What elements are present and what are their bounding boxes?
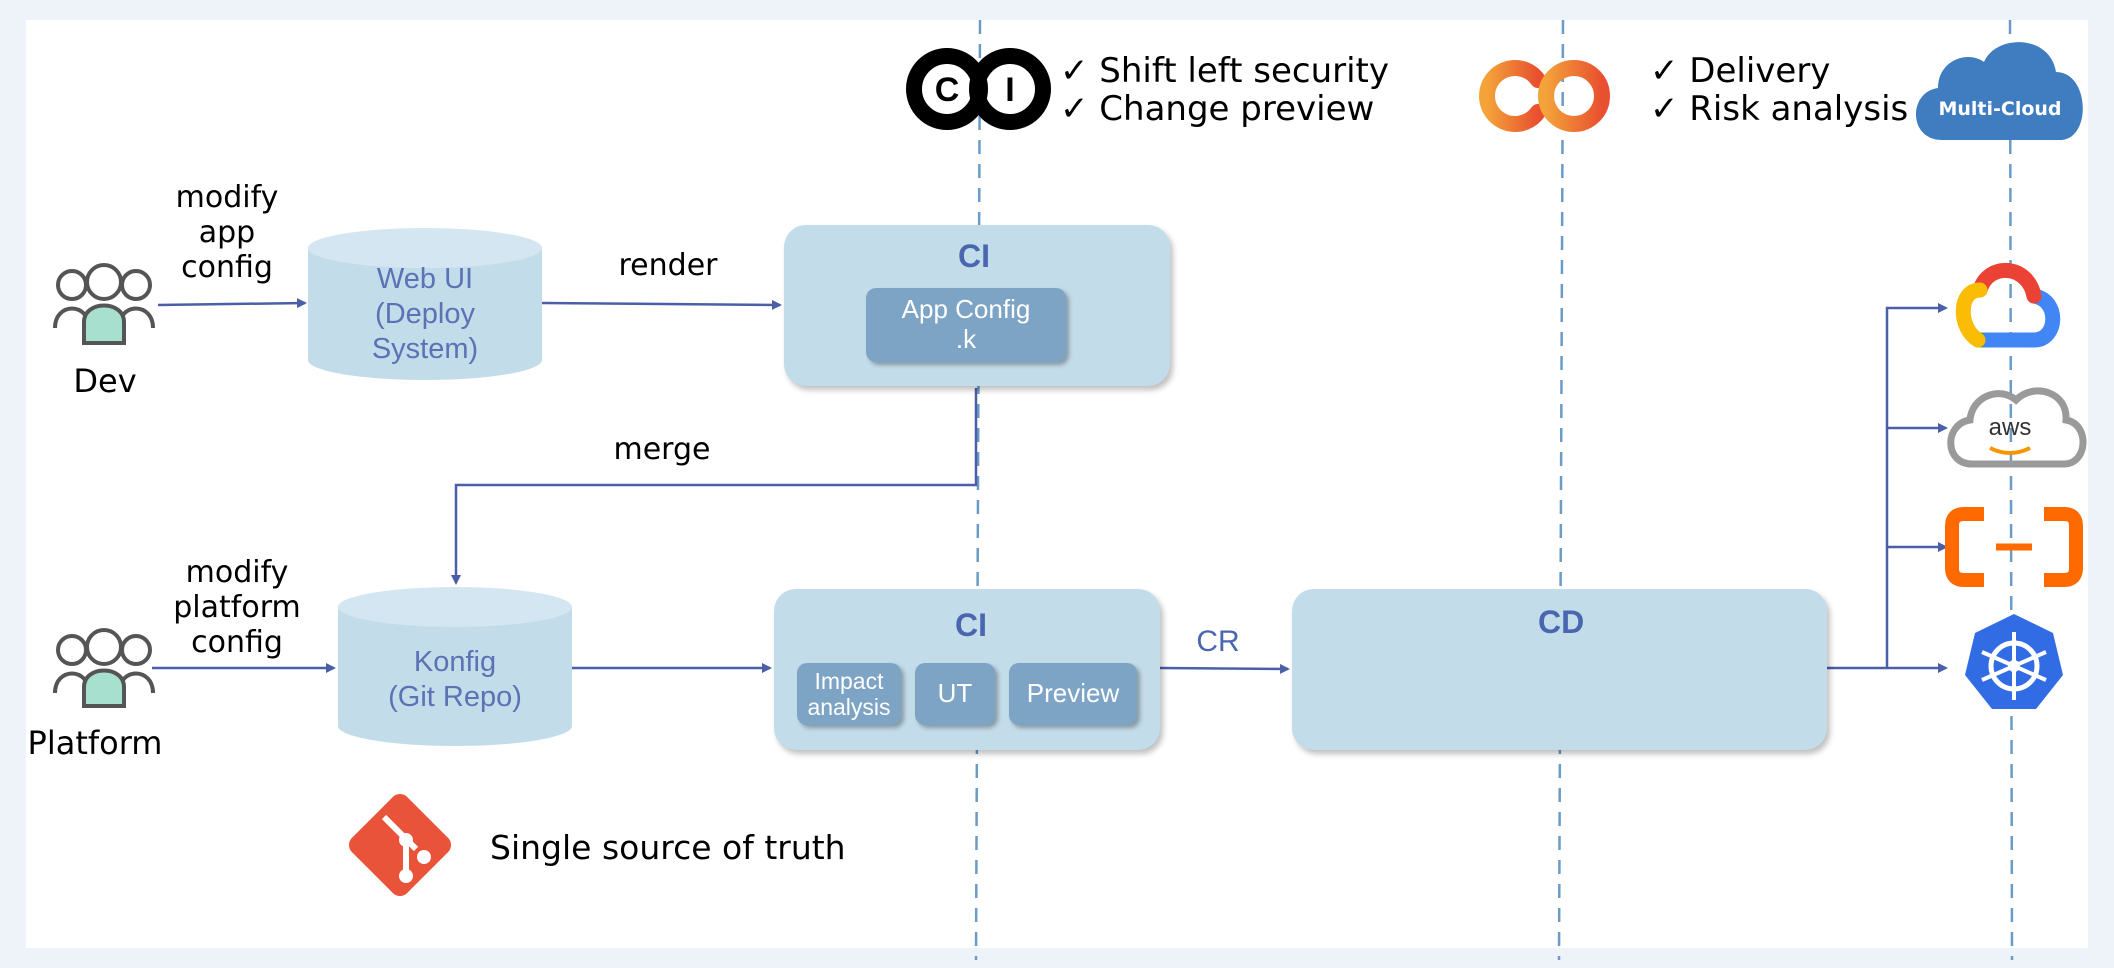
arrow-merge <box>451 388 978 585</box>
dev-label: Dev <box>73 362 137 400</box>
web-ui-cylinder <box>308 228 542 380</box>
google-cloud-icon <box>1955 262 2061 348</box>
preview-label: Preview <box>1026 678 1120 709</box>
konfig-label: Konfig (Git Repo) <box>338 645 572 715</box>
modify-app-config-label: modify app config <box>162 180 292 285</box>
modify-platform-config-line-2: platform <box>173 590 301 625</box>
preview-chip: Preview <box>1009 663 1137 725</box>
lane-divider-cloud <box>2008 19 2014 961</box>
cd-logo <box>1479 32 1610 132</box>
merge-label: merge <box>613 432 711 467</box>
web-ui-line-3: System) <box>371 332 479 365</box>
konfig-line-2: (Git Repo) <box>388 680 522 713</box>
lane-divider-ci <box>974 19 982 961</box>
aws-label: aws <box>1988 414 2032 441</box>
ci-top-title: CI <box>958 238 990 274</box>
impact-analysis-line-2: analysis <box>807 694 891 720</box>
arrow-dev-to-webui <box>157 298 307 309</box>
kubernetes-icon <box>1965 614 2063 709</box>
ci-logo: C I <box>906 48 1051 130</box>
render-label: render <box>618 248 718 283</box>
konfig-line-1: Konfig <box>413 646 497 678</box>
ci-bottom-title: CI <box>955 607 987 643</box>
app-config-line-2: .k <box>955 324 977 354</box>
modify-app-config-line-2: app <box>198 215 256 250</box>
cd-check-2: ✓ Risk analysis <box>1650 89 1909 129</box>
impact-analysis-line-1: Impact <box>814 667 884 694</box>
app-config-line-1: App Config <box>901 294 1031 325</box>
multi-cloud-label: Multi-Cloud <box>1938 98 2062 120</box>
multi-cloud-icon <box>1915 42 2083 140</box>
cd-title: CD <box>1538 604 1585 640</box>
platform-label: Platform <box>27 724 163 762</box>
web-ui-label: Web UI (Deploy System) <box>308 262 542 366</box>
cd-check-1: ✓ Delivery <box>1650 51 1831 91</box>
git-icon <box>348 793 452 897</box>
git-note: Single source of truth <box>490 828 846 867</box>
modify-platform-config-line-3: config <box>191 625 283 660</box>
svg-text:I: I <box>1005 71 1014 109</box>
ut-chip: UT <box>915 663 995 725</box>
web-ui-line-2: (Deploy <box>375 297 475 330</box>
cd-box <box>1292 589 1827 750</box>
ut-label: UT <box>937 678 973 709</box>
modify-platform-config-label: modify platform config <box>167 555 307 660</box>
app-config-chip: App Config.k <box>866 288 1066 362</box>
arrow-cr <box>1159 663 1290 674</box>
modify-platform-config-line-1: modify <box>185 555 289 590</box>
dev-people-icon <box>53 263 155 345</box>
cr-label: CR <box>1196 625 1240 658</box>
alibaba-cloud-icon <box>1945 507 2083 587</box>
background-panel <box>26 20 2088 948</box>
svg-text:C: C <box>935 71 960 109</box>
web-ui-line-1: Web UI <box>376 263 474 295</box>
platform-people-icon <box>53 628 155 708</box>
ci-check-1: ✓ Shift left security <box>1060 51 1390 91</box>
konfig-cylinder <box>338 587 572 746</box>
modify-app-config-line-3: config <box>181 250 273 285</box>
modify-app-config-line-1: modify <box>175 180 279 215</box>
arrow-render <box>541 299 782 310</box>
aws-icon <box>1947 387 2087 468</box>
lane-divider-cd <box>1557 19 1565 961</box>
arrow-cd-to-clouds <box>1827 303 1948 673</box>
ci-check-2: ✓ Change preview <box>1060 89 1375 129</box>
